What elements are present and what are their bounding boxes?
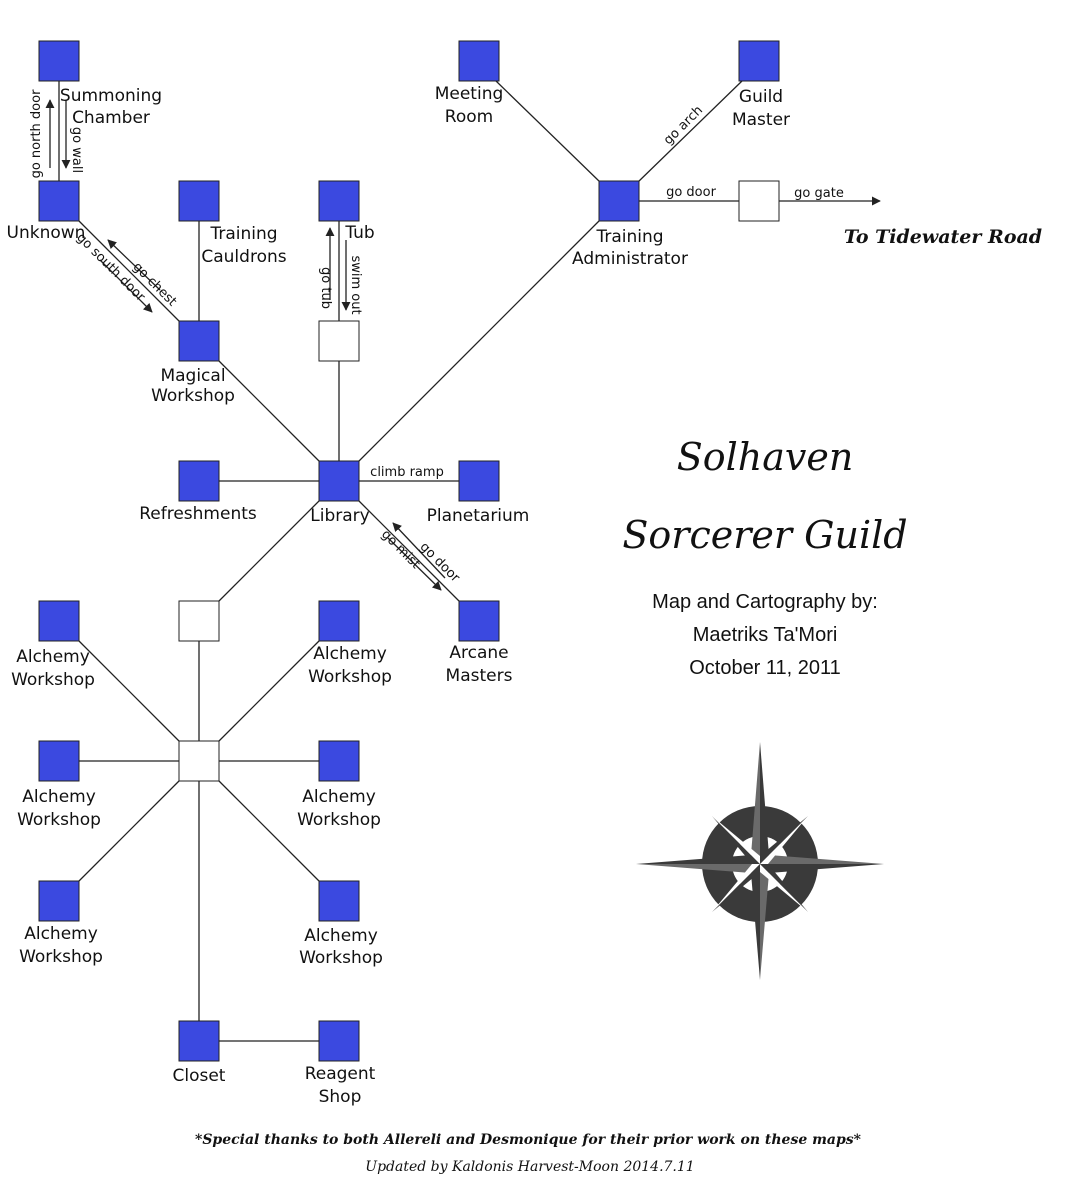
cmd-go-door-admin: go door bbox=[666, 185, 716, 200]
path-hub-ne bbox=[218, 638, 322, 742]
arrow-to-library bbox=[392, 522, 446, 579]
refreshments-label: Refreshments bbox=[139, 504, 257, 524]
tub-room[interactable] bbox=[318, 180, 360, 222]
path-guildmaster-admin bbox=[636, 80, 743, 184]
path-unknown-magical bbox=[78, 220, 180, 322]
gate-connector-room[interactable] bbox=[738, 180, 780, 222]
direction-arrows bbox=[45, 99, 446, 591]
alchemy-w-label-2: Workshop bbox=[17, 810, 101, 830]
unknown-room[interactable] bbox=[38, 180, 80, 222]
title-block: Solhaven Sorcerer Guild Map and Cartogra… bbox=[622, 435, 907, 679]
cmd-climb-ramp: climb ramp bbox=[370, 465, 444, 480]
path-admin-library bbox=[356, 218, 602, 464]
alchemy-connector-room[interactable] bbox=[178, 600, 220, 642]
alchemy-workshop-sw-room[interactable] bbox=[38, 880, 80, 922]
closet-room[interactable] bbox=[178, 1020, 220, 1062]
path-magical-library bbox=[218, 360, 320, 462]
cmd-go-door-arcane: go door bbox=[417, 540, 463, 586]
guild-master-room[interactable] bbox=[738, 40, 780, 82]
alchemy-nw-label-2: Workshop bbox=[11, 670, 95, 690]
meeting-room[interactable] bbox=[458, 40, 500, 82]
map-title-line1: Solhaven bbox=[677, 435, 854, 479]
cmd-go-gate: go gate bbox=[794, 186, 844, 201]
path-hub-nw bbox=[78, 640, 180, 742]
alchemy-e-label-1: Alchemy bbox=[302, 787, 376, 807]
library-label: Library bbox=[310, 506, 369, 526]
arrow-to-magical bbox=[99, 259, 153, 313]
alchemy-ne-label-2: Workshop bbox=[308, 667, 392, 687]
connections bbox=[58, 80, 881, 1042]
unknown-label: Unknown bbox=[7, 223, 86, 243]
training-admin-label-2: Administrator bbox=[572, 249, 688, 269]
alchemy-workshop-ne-room[interactable] bbox=[318, 600, 360, 642]
meeting-room-label-2: Room bbox=[445, 107, 493, 127]
summoning-label-2: Chamber bbox=[72, 108, 150, 128]
guild-master-label-2: Master bbox=[732, 110, 790, 130]
arrow-to-arcane bbox=[387, 537, 442, 591]
alchemy-nw-label-1: Alchemy bbox=[16, 647, 90, 667]
planetarium-room[interactable] bbox=[458, 460, 500, 502]
training-cauldrons-room[interactable] bbox=[178, 180, 220, 222]
alchemy-se-label-1: Alchemy bbox=[304, 926, 378, 946]
thanks-note: *Special thanks to both Allereli and Des… bbox=[195, 1132, 862, 1148]
cmd-go-north-door: go north door bbox=[29, 89, 44, 179]
path-hub-se bbox=[218, 780, 320, 882]
alchemy-w-label-1: Alchemy bbox=[22, 787, 96, 807]
cmd-go-tub: go tub bbox=[318, 267, 333, 309]
exit-label: To Tidewater Road bbox=[844, 226, 1042, 248]
rooms bbox=[38, 40, 780, 1062]
alchemy-workshop-nw-room[interactable] bbox=[38, 600, 80, 642]
cmd-go-wall: go wall bbox=[69, 127, 84, 173]
alchemy-hub-room[interactable] bbox=[178, 740, 220, 782]
path-library-alchemy-link bbox=[218, 498, 322, 602]
alchemy-workshop-w-room[interactable] bbox=[38, 740, 80, 782]
credit-line3: October 11, 2011 bbox=[689, 657, 841, 679]
alchemy-sw-label-1: Alchemy bbox=[24, 924, 98, 944]
arrow-to-unknown bbox=[107, 239, 161, 291]
map-title-line2: Sorcerer Guild bbox=[622, 513, 907, 557]
alchemy-workshop-e-room[interactable] bbox=[318, 740, 360, 782]
compass-rose-icon bbox=[636, 742, 884, 980]
training-admin-label-1: Training bbox=[595, 227, 663, 247]
tub-connector-room[interactable] bbox=[318, 320, 360, 362]
summoning-chamber-room[interactable] bbox=[38, 40, 80, 82]
refreshments-room[interactable] bbox=[178, 460, 220, 502]
arcane-masters-label-1: Arcane bbox=[449, 643, 508, 663]
alchemy-sw-label-2: Workshop bbox=[19, 947, 103, 967]
alchemy-e-label-2: Workshop bbox=[297, 810, 381, 830]
summoning-label-1: Summoning bbox=[60, 86, 162, 106]
path-meeting-admin bbox=[495, 80, 602, 184]
cmd-go-arch: go arch bbox=[661, 103, 706, 148]
alchemy-workshop-se-room[interactable] bbox=[318, 880, 360, 922]
magical-workshop-label-1: Magical bbox=[160, 366, 225, 386]
tub-label: Tub bbox=[344, 223, 374, 243]
training-cauldrons-label-2: Cauldrons bbox=[201, 247, 286, 267]
magical-workshop-room[interactable] bbox=[178, 320, 220, 362]
room-labels: Summoning Chamber Unknown Training Cauld… bbox=[7, 84, 790, 1107]
planetarium-label: Planetarium bbox=[427, 506, 530, 526]
guild-master-label-1: Guild bbox=[739, 87, 783, 107]
path-hub-sw bbox=[78, 780, 180, 882]
credit-line1: Map and Cartography by: bbox=[652, 591, 878, 613]
training-administrator-room[interactable] bbox=[598, 180, 640, 222]
closet-label: Closet bbox=[173, 1066, 226, 1086]
meeting-room-label-1: Meeting bbox=[435, 84, 504, 104]
cmd-swim-out: swim out bbox=[348, 255, 363, 314]
training-cauldrons-label-1: Training bbox=[209, 224, 277, 244]
alchemy-se-label-2: Workshop bbox=[299, 948, 383, 968]
reagent-shop-label-1: Reagent bbox=[305, 1064, 376, 1084]
alchemy-ne-label-1: Alchemy bbox=[313, 644, 387, 664]
updated-note: Updated by Kaldonis Harvest-Moon 2014.7.… bbox=[365, 1159, 694, 1175]
arcane-masters-room[interactable] bbox=[458, 600, 500, 642]
magical-workshop-label-2: Workshop bbox=[151, 386, 235, 406]
path-library-arcane bbox=[358, 500, 462, 604]
credit-line2: Maetriks Ta'Mori bbox=[693, 624, 838, 646]
reagent-shop-room[interactable] bbox=[318, 1020, 360, 1062]
arcane-masters-label-2: Masters bbox=[446, 666, 513, 686]
reagent-shop-label-2: Shop bbox=[319, 1087, 362, 1107]
library-room[interactable] bbox=[318, 460, 360, 502]
